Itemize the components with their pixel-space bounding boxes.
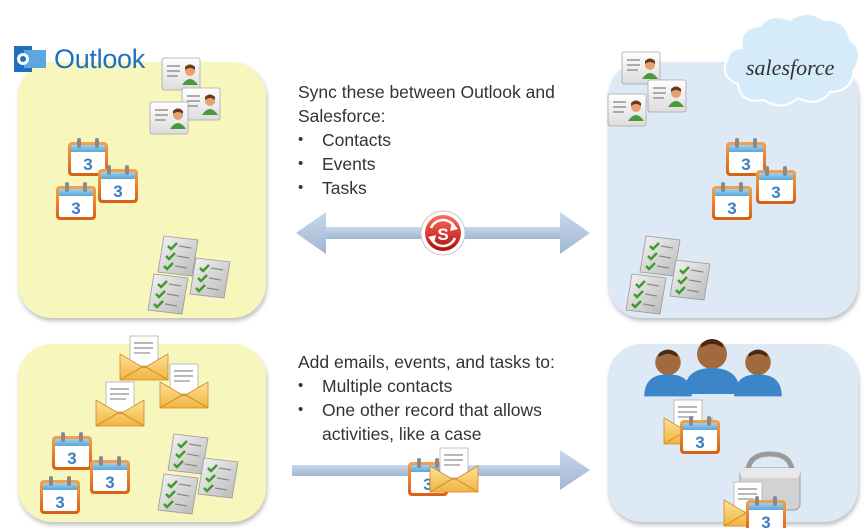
people-group-icon: [644, 339, 782, 397]
sync-description: Sync these between Outlook and Salesforc…: [298, 80, 558, 200]
contact-card-icon: [647, 79, 687, 113]
contact-card-icon: [161, 57, 201, 91]
email-envelope-icon: [119, 335, 169, 381]
sync-icon: S: [420, 210, 466, 256]
add-heading: Add emails, events, and tasks to:: [298, 352, 555, 372]
add-list: Multiple contacts One other record that …: [298, 374, 588, 446]
outlook-emails-icon-group: [95, 335, 209, 427]
salesforce-contacts-icon-group: [607, 51, 687, 127]
calendar-icon: [712, 182, 752, 220]
task-checklist-icon: [668, 258, 712, 302]
task-checklist-icon: [156, 472, 200, 516]
salesforce-calendars-icon-group: [712, 138, 796, 220]
email-envelope-icon: [429, 447, 479, 493]
task-checklist-icon: [188, 256, 232, 300]
email-envelope-icon: [95, 381, 145, 427]
task-checklist-icon: [196, 456, 240, 500]
task-checklist-icon: [156, 234, 200, 278]
outlook-logo-icon: [14, 46, 46, 72]
salesforce-tasks-icon-group: [624, 234, 712, 316]
contact-card-icon: [607, 93, 647, 127]
contact-card-icon: [621, 51, 661, 85]
outlook-wordmark: Outlook: [54, 44, 145, 74]
sync-item: Tasks: [298, 176, 558, 200]
add-description: Add emails, events, and tasks to: Multip…: [298, 350, 588, 446]
outlook-add-calendars-icon-group: [40, 432, 130, 514]
task-checklist-icon: [624, 272, 668, 316]
add-item: Multiple contacts: [298, 374, 588, 398]
arrow-activity-icons: [408, 447, 479, 496]
salesforce-add-panel: [608, 344, 858, 522]
svg-text:S: S: [437, 225, 448, 244]
calendar-icon: [90, 456, 130, 494]
sync-item: Events: [298, 152, 558, 176]
sync-list: Contacts Events Tasks: [298, 128, 558, 200]
salesforce-wordmark: salesforce: [746, 55, 835, 80]
calendar-icon: [52, 432, 92, 470]
outlook-calendars-icon-group: [56, 138, 138, 220]
sync-item: Contacts: [298, 128, 558, 152]
salesforce-cloud-logo: [723, 13, 861, 107]
calendar-icon: [56, 182, 96, 220]
outlook-tasks-icon-group: [146, 234, 232, 316]
task-checklist-icon: [146, 272, 190, 316]
contact-activity-icons: [663, 399, 720, 454]
calendar-icon: [746, 496, 786, 528]
calendar-icon: [98, 165, 138, 203]
calendar-icon: [756, 166, 796, 204]
outlook-contacts-icon-group: [149, 57, 221, 135]
calendar-icon: [40, 476, 80, 514]
add-item: One other record that allows activities,…: [298, 398, 588, 446]
calendar-icon: [680, 416, 720, 454]
outlook-logo: Outlook: [14, 44, 145, 75]
sync-heading: Sync these between Outlook and Salesforc…: [298, 82, 555, 126]
outlook-add-tasks-icon-group: [156, 432, 240, 516]
contact-card-icon: [149, 101, 189, 135]
